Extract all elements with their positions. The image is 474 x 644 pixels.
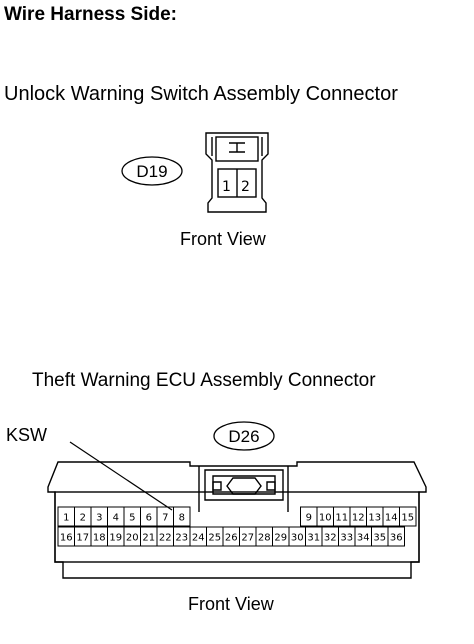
d26-pin-13: 13 <box>368 513 381 524</box>
ksw-leader-line <box>69 441 173 511</box>
d19-connector <box>205 132 269 213</box>
d26-pin-20: 20 <box>126 533 139 544</box>
d26-pin-31: 31 <box>307 533 320 544</box>
d26-pin-10: 10 <box>319 513 332 524</box>
d26-pin-29: 29 <box>274 533 287 544</box>
d26-pin-34: 34 <box>357 533 370 544</box>
d26-oval <box>213 421 275 451</box>
ksw-pin-label: KSW <box>6 425 48 445</box>
d26-pin-cell <box>387 526 405 547</box>
d26-pin-1: 1 <box>63 513 69 524</box>
d26-pin-2: 2 <box>80 513 86 524</box>
d26-pin-25: 25 <box>208 533 221 544</box>
d26-pin-12: 12 <box>352 513 365 524</box>
d26-pin-9: 9 <box>306 513 312 524</box>
d26-pin-6: 6 <box>146 513 152 524</box>
d26-connector-title: Theft Warning ECU Assembly Connector <box>32 370 376 391</box>
d26-pin-14: 14 <box>385 513 398 524</box>
d26-pin-22: 22 <box>159 533 172 544</box>
d26-pin-11: 11 <box>335 513 348 524</box>
d26-pin-4: 4 <box>113 513 119 524</box>
d19-pin-2: 2 <box>241 179 250 195</box>
d19-front-view-label: Front View <box>180 229 266 249</box>
d26-pin-19: 19 <box>109 533 122 544</box>
d26-pin-5: 5 <box>129 513 135 524</box>
d26-pin-cell <box>399 506 417 527</box>
d26-front-view-label: Front View <box>188 594 274 614</box>
d26-pin-7: 7 <box>162 513 168 524</box>
d26-pin-18: 18 <box>93 533 106 544</box>
d26-connector-id: D26 <box>228 427 259 446</box>
d19-oval <box>121 156 183 186</box>
d26-pin-17: 17 <box>76 533 89 544</box>
d26-pin-cell <box>173 506 191 527</box>
d26-pin-35: 35 <box>373 533 386 544</box>
d26-pin-27: 27 <box>241 533 254 544</box>
d26-pin-16: 16 <box>60 533 73 544</box>
heading: Wire Harness Side: <box>4 4 178 25</box>
d26-pin-8: 8 <box>179 513 185 524</box>
d26-pin-26: 26 <box>225 533 238 544</box>
d19-pin-1: 1 <box>222 179 231 195</box>
d26-pin-3: 3 <box>96 513 102 524</box>
d26-pin-32: 32 <box>324 533 337 544</box>
d26-pin-33: 33 <box>340 533 353 544</box>
d26-pin-24: 24 <box>192 533 205 544</box>
d26-pin-23: 23 <box>175 533 188 544</box>
d19-connector-title: Unlock Warning Switch Assembly Connector <box>4 83 398 105</box>
d26-pin-21: 21 <box>142 533 155 544</box>
d26-pin-15: 15 <box>401 513 414 524</box>
d26-pin-28: 28 <box>258 533 271 544</box>
d26-pin-30: 30 <box>291 533 304 544</box>
d26-pin-36: 36 <box>390 533 403 544</box>
d26-connector <box>47 461 427 579</box>
d19-connector-id: D19 <box>136 162 167 181</box>
